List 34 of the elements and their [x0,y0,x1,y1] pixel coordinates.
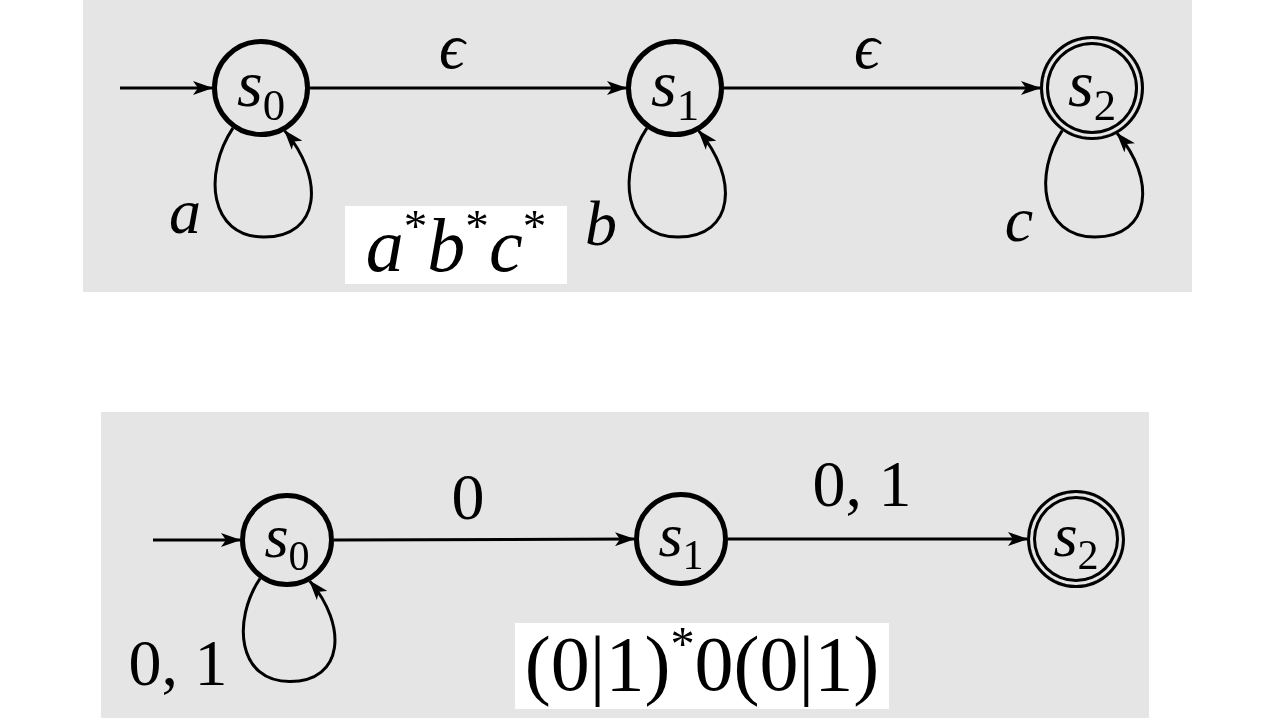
diagram-panel [101,412,1149,718]
transition-label: b [585,192,617,256]
start-arrow [153,533,241,547]
state-circle [634,492,728,586]
regex-label: a$^{*}$b$^{*}$c$^{*}$ [365,207,547,283]
transition-label: ϵ [439,15,465,79]
self-loop-arrow [1044,129,1145,239]
transition-arrow [310,81,627,95]
state-label: s$_{2}$ [1067,51,1117,118]
expression-box [345,206,567,284]
self-loop-arrow [213,127,313,239]
transition-label: 0 [451,464,485,530]
transition-label: ϵ [854,15,880,79]
state-label: s$_{0}$ [236,51,286,118]
accept-state-circle [1040,36,1144,140]
transition-label: a [169,180,201,244]
state-circle [240,493,334,587]
state-circle [212,39,310,137]
transition-arrow [724,81,1041,95]
diagram-panel [83,0,1192,292]
transition-label: 0, 1 [812,451,912,517]
transition-label: c [1004,188,1034,252]
transition-arrow [728,532,1028,546]
start-arrow [120,81,213,95]
state-label: s$_{2}$ [1053,504,1099,567]
state-label: s$_{1}$ [658,504,704,567]
state-label: s$_{1}$ [650,51,700,118]
accept-state-circle [1027,490,1125,588]
transition-label: 0, 1 [128,630,228,696]
self-loop-arrow [627,127,727,239]
state-label: s$_{0}$ [264,505,310,568]
state-circle [626,39,724,137]
transition-arrow [334,532,635,547]
self-loop-arrow [241,577,337,684]
